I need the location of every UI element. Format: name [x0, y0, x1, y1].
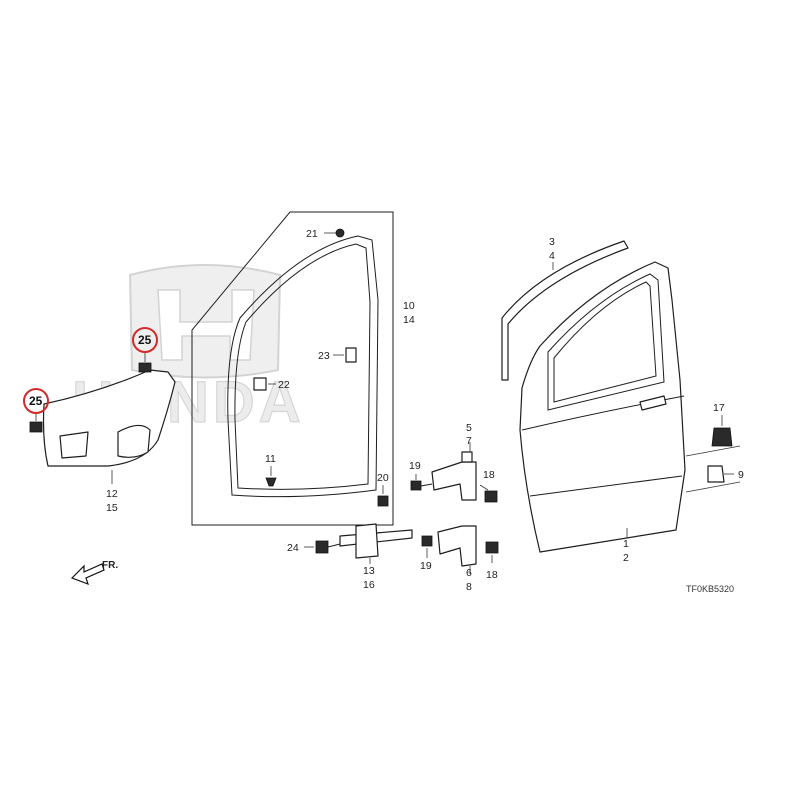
callout-14: 14 [403, 314, 415, 326]
front-door-panel [519, 261, 686, 553]
lower-hinge [437, 525, 477, 574]
door-seal-12-15 [42, 369, 176, 484]
callout-5: 5 [466, 422, 472, 434]
callout-15: 15 [106, 502, 118, 514]
arrow-icon [70, 563, 105, 586]
door-weatherstrip [227, 235, 379, 498]
clip-23 [333, 347, 357, 363]
drawing-code: TF0KB5320 [686, 584, 734, 594]
clip-11 [265, 466, 277, 487]
bolt-18-lower [485, 541, 499, 563]
callout-18-lower: 18 [486, 569, 498, 581]
bolt-19-upper [410, 474, 433, 491]
bolt-19-lower [421, 535, 433, 558]
callout-24: 24 [287, 542, 299, 554]
bolt-24 [304, 540, 341, 554]
bolt-18-upper [479, 484, 498, 503]
stopper-9 [685, 445, 741, 493]
clip-22 [253, 377, 276, 391]
door-checker [339, 523, 413, 564]
callout-10: 10 [403, 300, 415, 312]
callout-7: 7 [466, 435, 472, 447]
highlight-ring-25-upper [132, 327, 158, 353]
bolt-20 [377, 485, 389, 507]
callout-21: 21 [306, 228, 318, 240]
callout-12: 12 [106, 488, 118, 500]
callout-18-upper: 18 [483, 469, 495, 481]
grommet-25-upper [138, 352, 152, 373]
direction-label: FR. [102, 560, 118, 571]
callout-22: 22 [278, 379, 290, 391]
highlight-ring-25-lower [23, 388, 49, 414]
callout-6: 6 [466, 567, 472, 579]
callout-labels: 3 4 21 10 14 23 22 11 25 25 12 15 5 7 19… [29, 228, 744, 593]
upper-hinge [431, 442, 477, 501]
grommet-25-lower [29, 413, 43, 433]
callout-2: 2 [623, 552, 629, 564]
callout-25-lower: 25 [29, 394, 43, 408]
callout-17: 17 [713, 402, 725, 414]
callout-23: 23 [318, 350, 330, 362]
callout-8: 8 [466, 581, 472, 593]
weatherstrip-group-box [191, 211, 394, 526]
clip-21 [324, 228, 345, 238]
callout-1: 1 [623, 538, 629, 550]
callout-11: 11 [265, 453, 276, 465]
callout-16: 16 [363, 579, 375, 591]
front-direction-arrow: FR. [70, 560, 118, 586]
callout-13: 13 [363, 565, 375, 577]
callout-25-upper: 25 [138, 333, 152, 347]
callout-9: 9 [738, 469, 744, 481]
callout-19-lower: 19 [420, 560, 432, 572]
door-molding [501, 240, 629, 381]
stopper-17 [711, 415, 733, 447]
callout-20: 20 [377, 472, 389, 484]
callout-4: 4 [549, 250, 555, 262]
callout-19-upper: 19 [409, 460, 421, 472]
callout-3: 3 [549, 236, 555, 248]
